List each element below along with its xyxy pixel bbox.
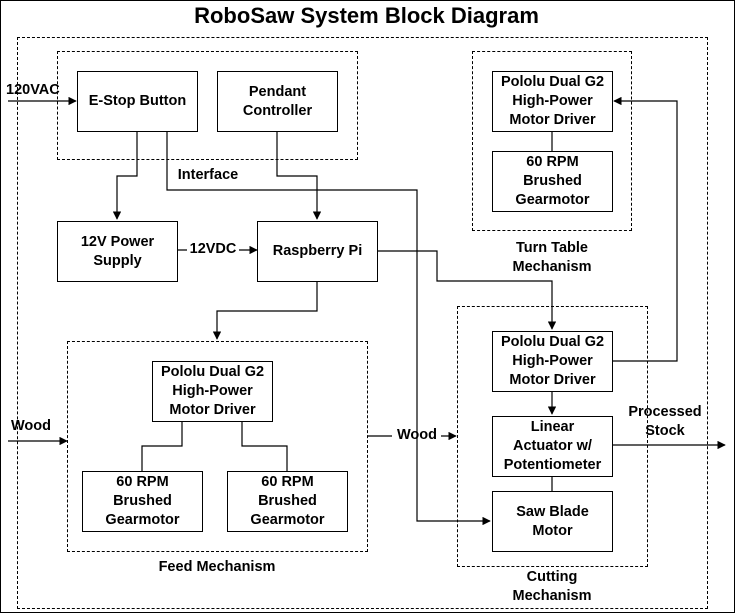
- cut-driver-block: Pololu Dual G2 High-Power Motor Driver: [492, 331, 613, 392]
- turn-table-label: Turn Table Mechanism: [512, 240, 592, 275]
- wire-pi-to-cut-driver: [378, 250, 557, 330]
- wire-cut-to-turntable: [613, 96, 678, 362]
- turn-table-gearmotor-block: 60 RPM Brushed Gearmotor: [492, 151, 613, 212]
- linear-actuator-block: Linear Actuator w/ Potentiometer: [492, 416, 613, 477]
- interface-group: [57, 51, 358, 160]
- wire-estop-to-power: [112, 131, 138, 220]
- wire-pi-to-feed: [212, 281, 318, 340]
- interface-label: Interface: [172, 166, 244, 185]
- processed-stock-label: Processed Stock: [628, 404, 702, 439]
- turn-table-driver-block: Pololu Dual G2 High-Power Motor Driver: [492, 71, 613, 132]
- dc-link-label: 12VDC: [189, 241, 237, 257]
- wire-estop-to-saw: [166, 131, 491, 526]
- feed-mechanism-label: Feed Mechanism: [158, 559, 276, 575]
- estop-button-block: E-Stop Button: [77, 71, 198, 132]
- wire-feed-driver-to-right: [241, 421, 288, 471]
- wood-in-label: Wood: [11, 418, 51, 434]
- feed-mechanism-group: [67, 341, 368, 552]
- ac-input-label: 120VAC: [6, 82, 60, 98]
- wire-feed-driver-to-left: [141, 421, 183, 471]
- raspberry-pi-block: Raspberry Pi: [257, 221, 378, 282]
- power-supply-block: 12V Power Supply: [57, 221, 178, 282]
- feed-driver-block: Pololu Dual G2 High-Power Motor Driver: [152, 361, 273, 422]
- feed-gearmotor-right-block: 60 RPM Brushed Gearmotor: [227, 471, 348, 532]
- wood-transfer-label: Wood: [397, 427, 437, 443]
- pendant-controller-block: Pendant Controller: [217, 71, 338, 132]
- system-boundary: [17, 37, 708, 609]
- wire-pendant-to-pi: [276, 131, 322, 220]
- cutting-mechanism-label: Cutting Mechanism: [512, 569, 592, 604]
- saw-blade-motor-block: Saw Blade Motor: [492, 491, 613, 552]
- feed-gearmotor-left-block: 60 RPM Brushed Gearmotor: [82, 471, 203, 532]
- diagram-title: RoboSaw System Block Diagram: [194, 3, 539, 28]
- turn-table-group: [472, 51, 632, 231]
